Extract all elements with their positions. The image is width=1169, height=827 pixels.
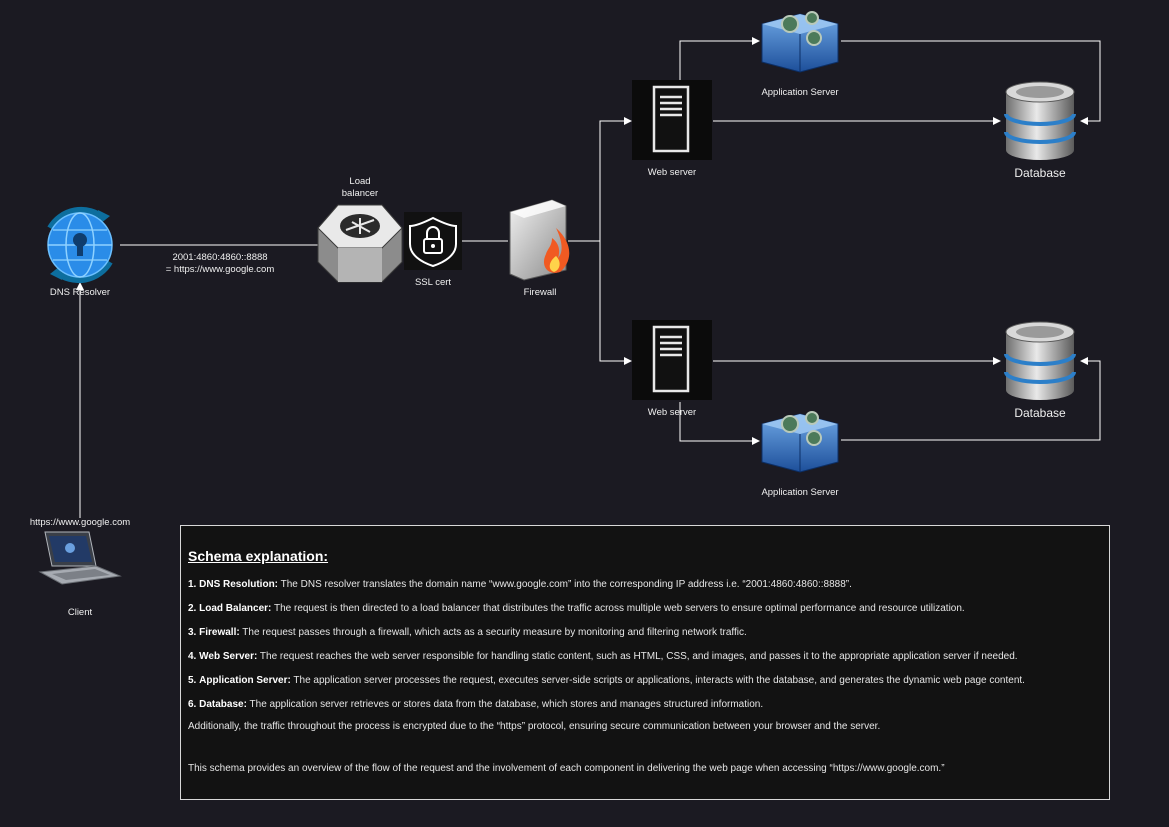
step-text: The application server retrieves or stor… (246, 699, 764, 710)
edge-web-app-bottom (679, 402, 760, 445)
step-item: 6. Database: The application server retr… (188, 699, 1109, 711)
firewall-icon (509, 199, 570, 281)
step-text: The request passes through a firewall, w… (239, 627, 747, 638)
edge-app-db-bottom (841, 357, 1101, 441)
load-balancer-icon (317, 204, 403, 283)
edges (76, 37, 1101, 518)
step-name: Web Server: (199, 651, 258, 662)
step-item: 2. Load Balancer: The request is then di… (188, 603, 1109, 615)
client-url-label: https://www.google.com (29, 517, 131, 528)
schema-explanation-steps: 1. DNS Resolution: The DNS resolver tran… (188, 579, 1109, 711)
database-bottom-icon (1004, 321, 1076, 400)
edge-web-app-top (679, 37, 760, 80)
web-server-top-label: Web server (647, 167, 697, 178)
step-text: The application server processes the req… (290, 675, 1025, 686)
web-server-bottom-icon (632, 320, 712, 400)
schema-explanation-panel: Schema explanation: 1. DNS Resolution: T… (180, 525, 1110, 800)
ip-mapping-line1: 2001:4860:4860::8888 (172, 252, 268, 263)
step-number: 2. (188, 603, 197, 614)
ip-mapping-label: 2001:4860:4860::8888 = https://www.googl… (150, 252, 290, 276)
database-bottom-label: Database (1014, 406, 1066, 420)
client-label: Client (67, 607, 93, 618)
firewall-label: Firewall (523, 287, 557, 298)
web-server-bottom-label: Web server (647, 407, 697, 418)
encryption-note: Additionally, the traffic throughout the… (188, 721, 881, 732)
overview-note: This schema provides an overview of the … (188, 763, 945, 774)
dns-resolver-label: DNS Resolver (49, 287, 111, 298)
app-server-bottom-label: Application Server (761, 487, 839, 498)
database-top-label: Database (1014, 166, 1066, 180)
load-balancer-label: Load balancer (341, 176, 379, 199)
dns-resolver-icon (47, 206, 113, 284)
step-item: 5. Application Server: The application s… (188, 675, 1109, 687)
step-name: Application Server: (199, 675, 291, 686)
step-text: The request is then directed to a load b… (271, 603, 965, 614)
step-number: 4. (188, 651, 197, 662)
step-number: 6. (188, 699, 197, 710)
step-number: 3. (188, 627, 197, 638)
step-name: DNS Resolution: (199, 579, 279, 590)
edge-app-db-top (841, 40, 1101, 125)
edge-to-webserver-top (599, 117, 632, 241)
ssl-cert-label: SSL cert (414, 277, 452, 288)
database-top-icon (1004, 81, 1076, 160)
step-text: The request reaches the web server respo… (257, 651, 1018, 662)
step-name: Firewall: (199, 627, 240, 638)
schema-explanation-title: Schema explanation: (188, 548, 329, 564)
ip-mapping-line2: = https://www.google.com (165, 264, 275, 275)
ssl-cert-icon (404, 212, 462, 270)
app-server-top-label: Application Server (761, 87, 839, 98)
app-server-top-icon (761, 11, 839, 73)
step-number: 1. (188, 579, 197, 590)
step-name: Database: (199, 699, 247, 710)
step-item: 3. Firewall: The request passes through … (188, 627, 1109, 639)
client-laptop-icon (38, 531, 122, 585)
step-item: 4. Web Server: The request reaches the w… (188, 651, 1109, 663)
edge-to-webserver-bottom (599, 241, 632, 365)
step-text: The DNS resolver translates the domain n… (278, 579, 852, 590)
web-server-top-icon (632, 80, 712, 160)
step-number: 5. (188, 675, 197, 686)
step-item: 1. DNS Resolution: The DNS resolver tran… (188, 579, 1109, 591)
app-server-bottom-icon (761, 411, 839, 473)
step-name: Load Balancer: (199, 603, 272, 614)
